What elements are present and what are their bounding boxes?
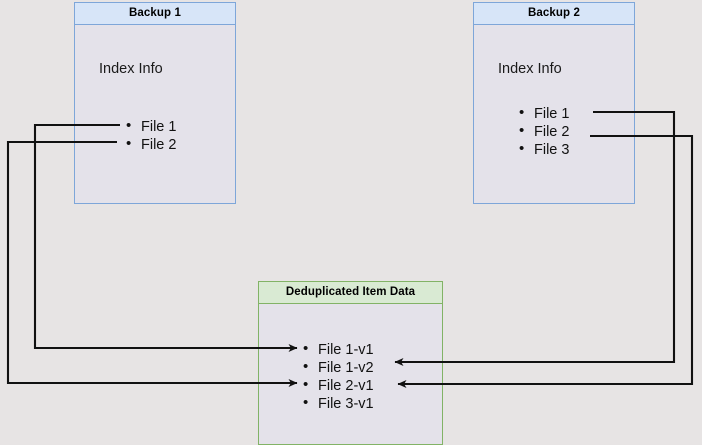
node-backup1-body: Index Info File 1 File 2	[75, 25, 235, 203]
list-item: File 1	[126, 117, 176, 136]
backup2-file-list: File 1 File 2 File 3	[519, 104, 569, 159]
node-backup2-body: Index Info File 1 File 2 File 3	[474, 25, 634, 203]
backup1-index-info-label: Index Info	[99, 61, 163, 77]
node-dedup-body: File 1-v1 File 1-v2 File 2-v1 File 3-v1	[259, 304, 442, 444]
list-item: File 2	[519, 122, 569, 141]
list-item: File 2-v1	[303, 376, 374, 395]
node-backup1-header: Backup 1	[75, 3, 235, 25]
list-item: File 3	[519, 140, 569, 159]
node-backup1[interactable]: Backup 1 Index Info File 1 File 2	[74, 2, 236, 204]
dedup-file-list: File 1-v1 File 1-v2 File 2-v1 File 3-v1	[303, 340, 374, 413]
list-item: File 2	[126, 135, 176, 154]
list-item: File 3-v1	[303, 394, 374, 413]
node-backup2[interactable]: Backup 2 Index Info File 1 File 2 File 3	[473, 2, 635, 204]
backup1-file-list: File 1 File 2	[126, 117, 176, 154]
node-dedup-header: Deduplicated Item Data	[259, 282, 442, 304]
list-item: File 1-v2	[303, 358, 374, 377]
node-deduplicated-item-data[interactable]: Deduplicated Item Data File 1-v1 File 1-…	[258, 281, 443, 445]
list-item: File 1	[519, 104, 569, 123]
backup2-index-info-label: Index Info	[498, 61, 562, 77]
node-backup2-header: Backup 2	[474, 3, 634, 25]
list-item: File 1-v1	[303, 340, 374, 359]
